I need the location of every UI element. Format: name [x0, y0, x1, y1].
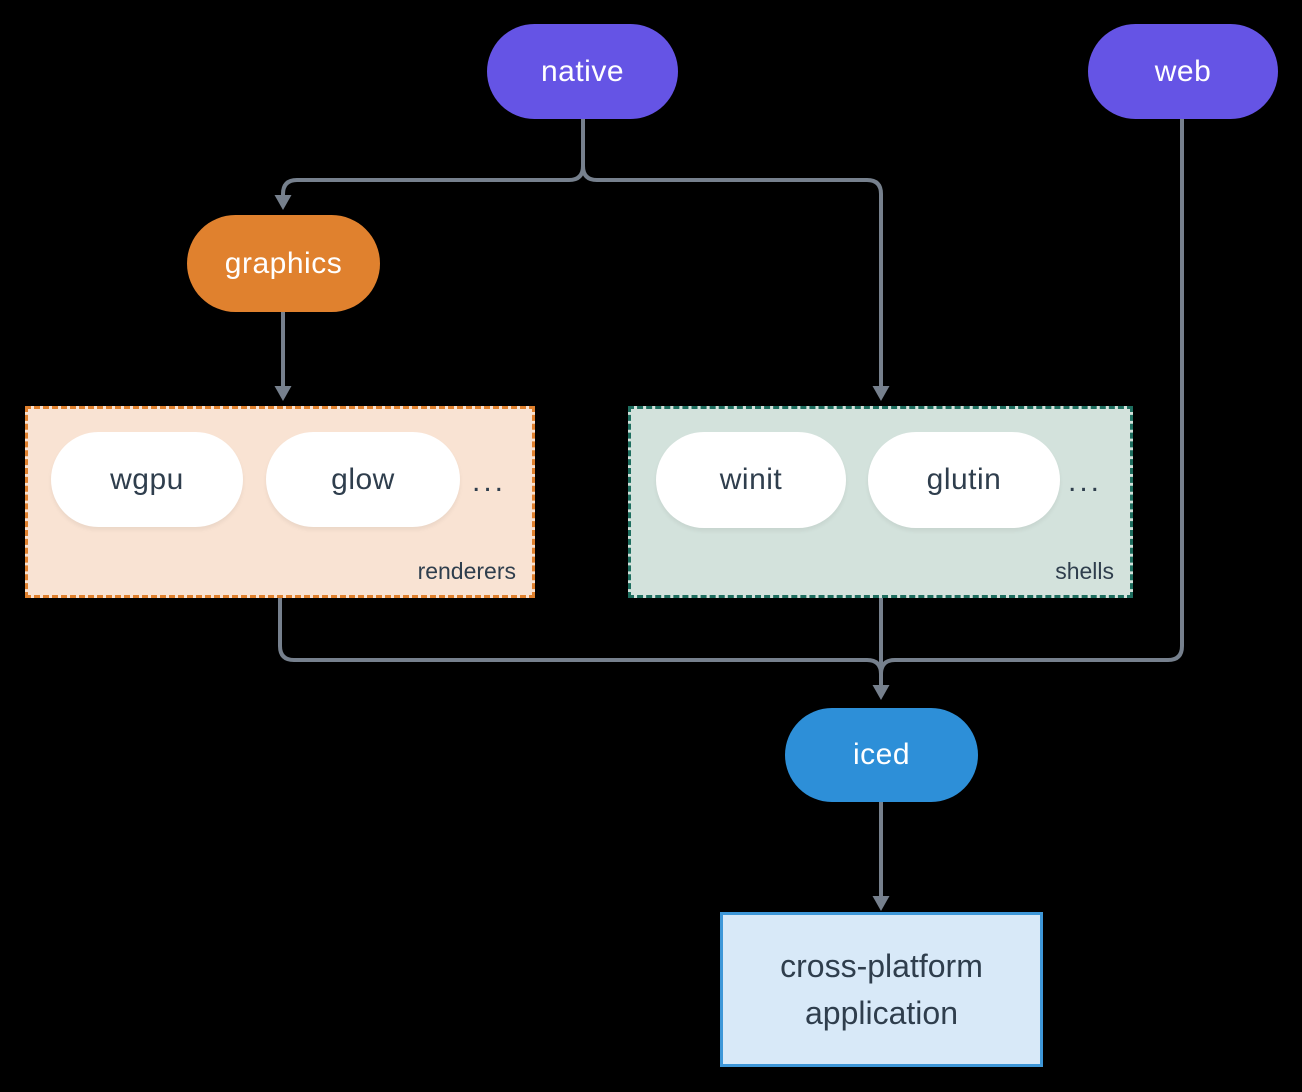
node-iced: iced: [785, 708, 978, 802]
arrowhead-iced: [872, 685, 890, 700]
node-glow-label: glow: [331, 462, 395, 496]
app-label-line2: application: [805, 994, 958, 1031]
node-wgpu-label: wgpu: [110, 462, 184, 496]
node-glow: glow: [266, 432, 460, 527]
group-shells: winit glutin ... shells: [628, 406, 1133, 598]
shells-ellipsis: ...: [1067, 465, 1102, 498]
node-cross-platform-application: cross-platform application: [720, 912, 1043, 1067]
node-iced-label: iced: [852, 738, 911, 771]
node-wgpu: wgpu: [51, 432, 243, 527]
group-shells-label: shells: [1055, 558, 1114, 584]
node-glutin-label: glutin: [926, 463, 1002, 496]
connector-web-to-iced: [879, 118, 1184, 686]
app-label-line1: cross-platform: [780, 947, 983, 984]
node-graphics: graphics: [187, 215, 380, 312]
arrowhead-graphics: [274, 195, 292, 210]
arrowhead-renderers: [274, 386, 292, 401]
node-winit: winit: [656, 432, 846, 528]
node-web: web: [1088, 24, 1278, 119]
group-renderers: wgpu glow ... renderers: [25, 406, 535, 598]
group-renderers-label: renderers: [417, 558, 516, 584]
node-winit-label: winit: [719, 463, 783, 496]
node-web-label: web: [1154, 54, 1212, 88]
arrowhead-app: [872, 896, 890, 911]
connector-native-to-shells: [581, 118, 883, 387]
renderers-ellipsis: ...: [471, 465, 506, 498]
connector-renderers-to-iced: [278, 597, 883, 686]
arrowhead-shells: [872, 386, 890, 401]
node-graphics-label: graphics: [224, 246, 343, 280]
connector-native-to-graphics: [281, 118, 585, 196]
node-native: native: [487, 24, 678, 119]
node-native-label: native: [540, 54, 625, 88]
node-glutin: glutin: [868, 432, 1060, 528]
